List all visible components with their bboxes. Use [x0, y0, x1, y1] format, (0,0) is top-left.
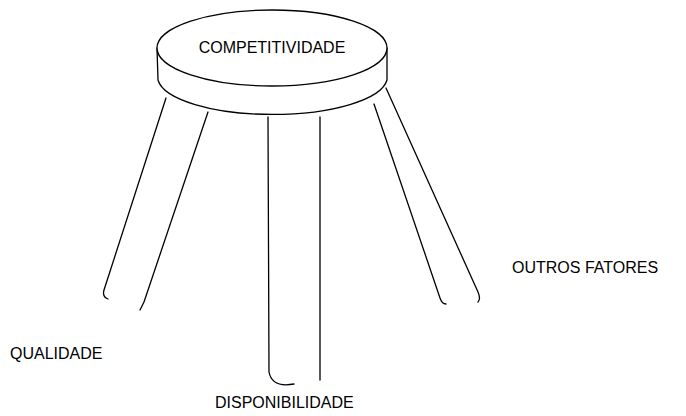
- leg-label: DISPONIBILIDADE: [215, 393, 354, 412]
- leg-label: QUALIDADE: [10, 344, 102, 363]
- right-leg: [374, 88, 480, 304]
- left-leg: [104, 98, 209, 310]
- leg-label: OUTROS FATORES: [512, 258, 658, 277]
- seat-top-ellipse: COMPETITIVIDADE: [157, 10, 387, 86]
- middle-leg: [268, 117, 320, 385]
- node-text: COMPETITIVIDADE: [199, 38, 346, 57]
